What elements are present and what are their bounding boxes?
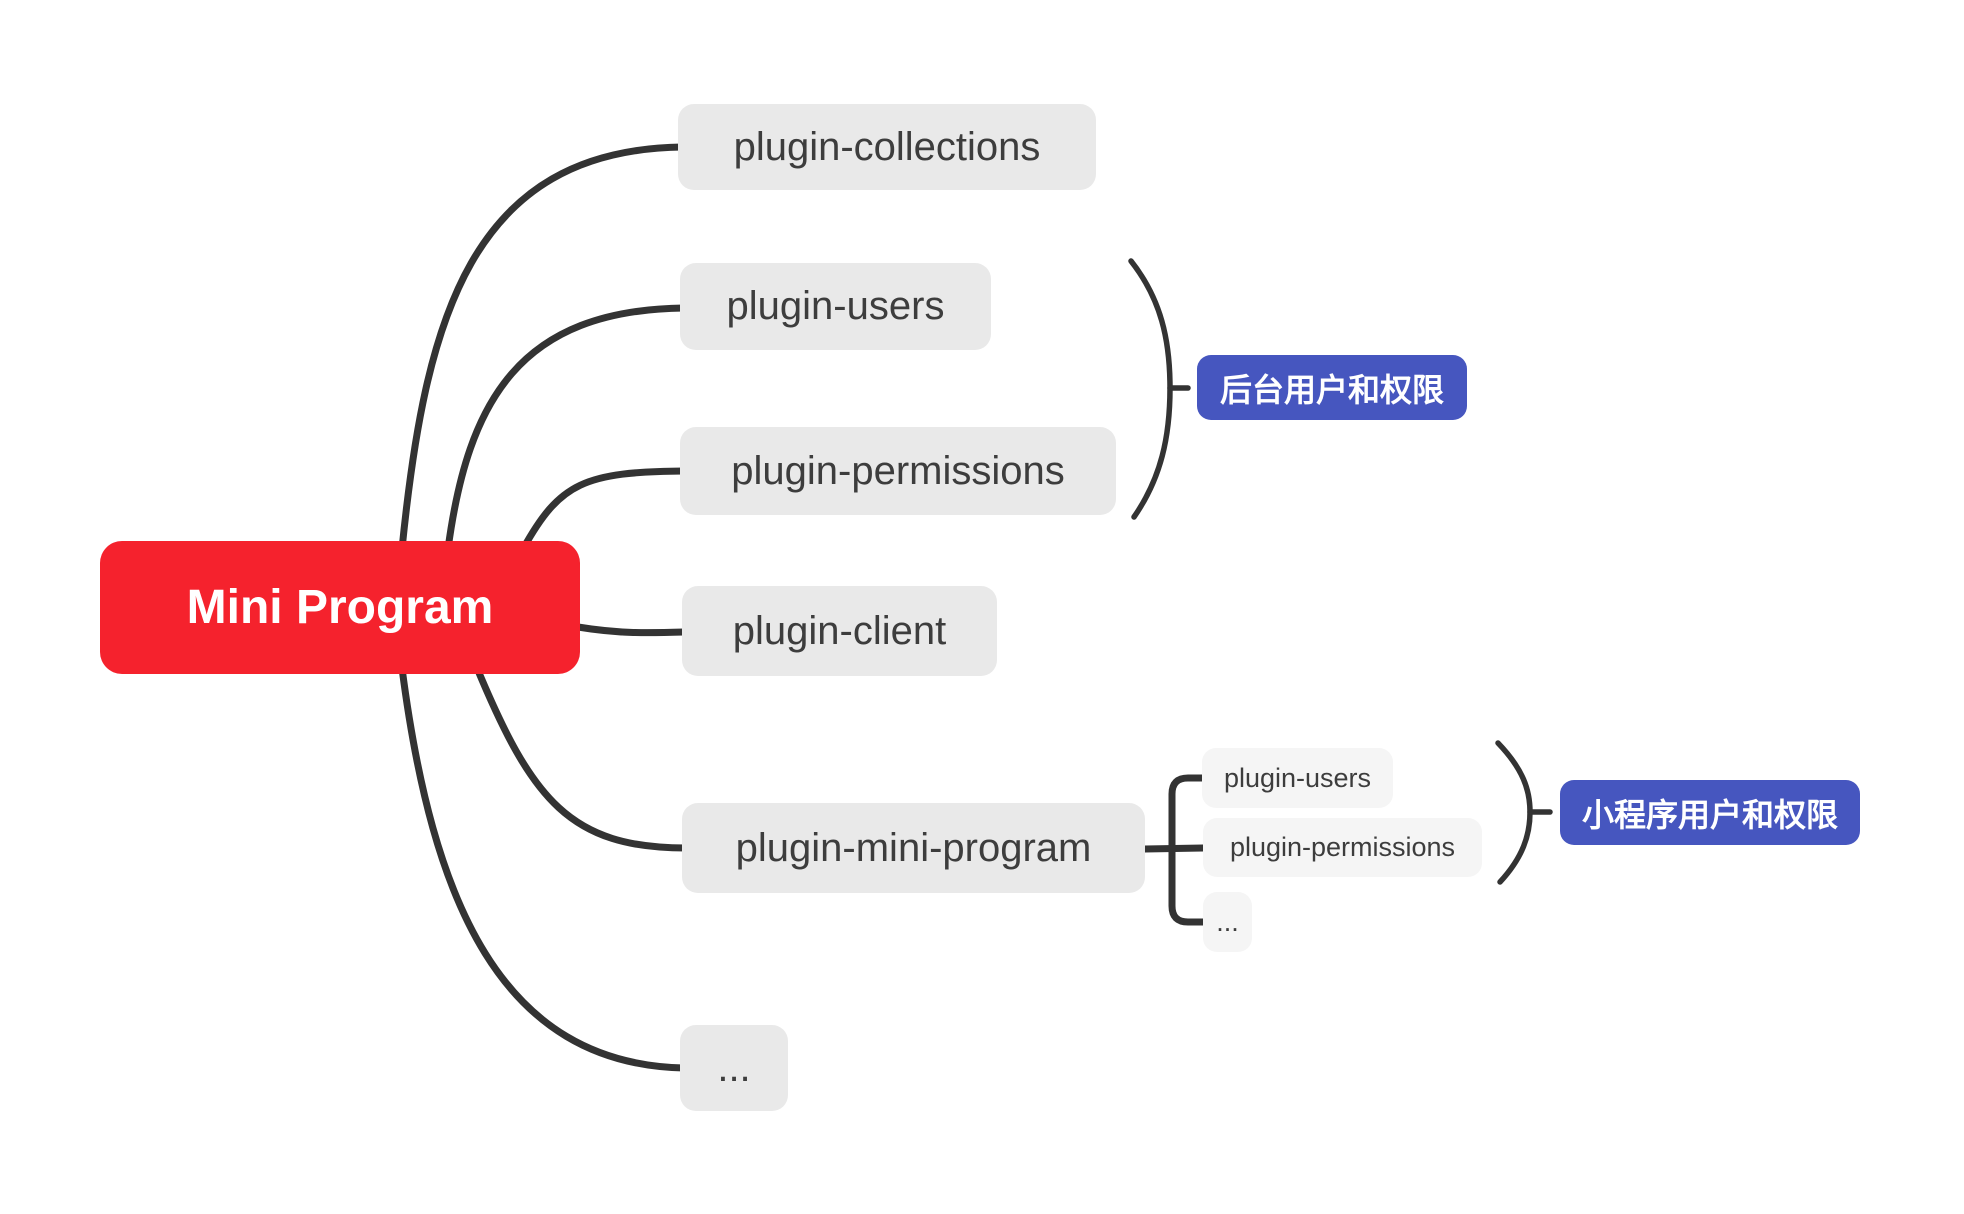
edge-root-more <box>398 664 688 1072</box>
node-label: plugin-users <box>1223 762 1372 793</box>
edge-root-mini-program <box>473 664 690 852</box>
badge-label: 后台用户和权限 <box>1219 371 1444 408</box>
annotation-badge-admin-users-permissions[interactable]: 后台用户和权限 <box>1197 355 1467 420</box>
node-label: plugin-mini-program <box>735 825 1092 870</box>
node-label: plugin-permissions <box>1229 832 1456 862</box>
node-label: ... <box>1216 906 1239 937</box>
node-label: plugin-permissions <box>731 448 1065 493</box>
root-node-mini-program[interactable]: Mini Program <box>100 541 580 674</box>
edge-root-collections <box>398 143 686 553</box>
edge-mp-child-more <box>1168 845 1207 926</box>
child-node-more[interactable]: ... <box>1203 892 1252 952</box>
node-more[interactable]: ... <box>680 1025 788 1111</box>
badge-label: 小程序用户和权限 <box>1581 796 1838 833</box>
edge-root-permissions <box>519 467 688 553</box>
node-label: ... <box>717 1045 751 1090</box>
root-node-label: Mini Program <box>186 581 494 634</box>
edge-root-client <box>574 623 690 637</box>
node-plugin-client[interactable]: plugin-client <box>682 586 997 676</box>
brace-mp-group <box>1495 740 1533 885</box>
edge-root-users <box>444 304 688 553</box>
child-node-plugin-users[interactable]: plugin-users <box>1202 748 1393 808</box>
node-label: plugin-users <box>726 284 945 328</box>
node-plugin-mini-program[interactable]: plugin-mini-program <box>682 803 1145 893</box>
brace-admin-group <box>1128 258 1173 520</box>
node-label: plugin-collections <box>733 124 1041 169</box>
child-node-plugin-permissions[interactable]: plugin-permissions <box>1203 818 1482 877</box>
node-plugin-users[interactable]: plugin-users <box>680 263 991 350</box>
annotation-badge-miniprogram-users-permissions[interactable]: 小程序用户和权限 <box>1560 780 1860 845</box>
node-plugin-permissions[interactable]: plugin-permissions <box>680 427 1116 515</box>
node-plugin-collections[interactable]: plugin-collections <box>678 104 1096 190</box>
node-label: plugin-client <box>732 608 947 653</box>
edge-mp-child-users <box>1168 774 1207 853</box>
